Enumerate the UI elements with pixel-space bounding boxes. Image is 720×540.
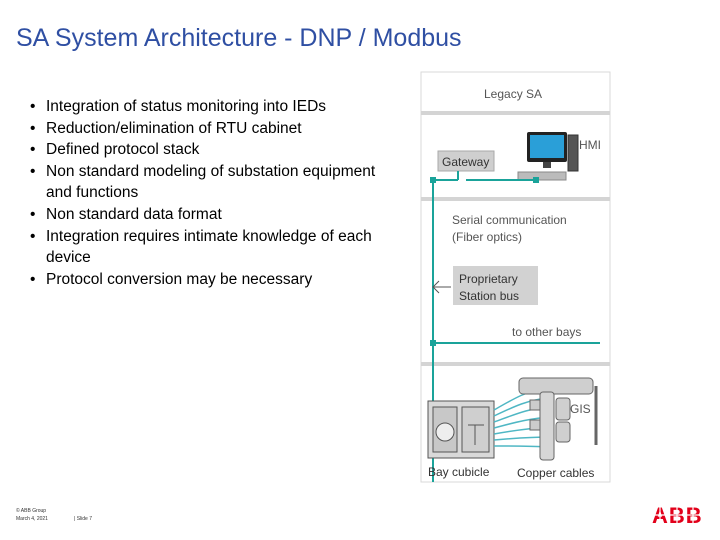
abb-logo: ABB — [652, 504, 704, 526]
arrow-left-icon — [432, 280, 451, 294]
proprietary-label: Proprietary — [459, 272, 518, 286]
footer-copyright: © ABB Group — [16, 508, 47, 514]
bullet-item: Integration requires intimate knowledge … — [30, 226, 390, 269]
slide-title: SA System Architecture - DNP / Modbus — [16, 24, 462, 52]
copper-cables-label: Copper cables — [517, 466, 594, 480]
gateway-label: Gateway — [442, 155, 489, 169]
bay-cubicle-icon — [427, 400, 495, 459]
proprietary-station-bus-box — [453, 266, 538, 305]
hmi-computer-icon — [517, 132, 579, 181]
footer-date: March 4, 2021 — [16, 516, 48, 522]
bullet-item: Protocol conversion may be necessary — [30, 269, 390, 291]
serial-communication-label: Serial communication — [452, 213, 567, 227]
bullet-item: Defined protocol stack — [30, 139, 390, 161]
footer: © ABB Group March 4, 2021 | Slide 7 — [16, 507, 92, 523]
legacy-sa-header: Legacy SA — [484, 87, 542, 101]
to-other-bays-label: to other bays — [512, 325, 581, 339]
gis-switchgear-icon — [518, 377, 598, 461]
gis-label: GIS — [570, 402, 591, 416]
bullet-item: Integration of status monitoring into IE… — [30, 96, 390, 118]
bullet-list: Integration of status monitoring into IE… — [30, 96, 390, 290]
bullet-item: Non standard data format — [30, 204, 390, 226]
footer-slide-number: | Slide 7 — [74, 516, 92, 522]
bullet-item: Reduction/elimination of RTU cabinet — [30, 118, 390, 140]
station-bus-label: Station bus — [459, 289, 519, 303]
gateway-box — [437, 150, 495, 172]
fiber-optics-label: (Fiber optics) — [452, 230, 522, 244]
hmi-label: HMI — [579, 138, 601, 152]
bullet-item: Non standard modeling of substation equi… — [30, 161, 390, 204]
bay-cubicle-label: Bay cubicle — [428, 465, 490, 479]
